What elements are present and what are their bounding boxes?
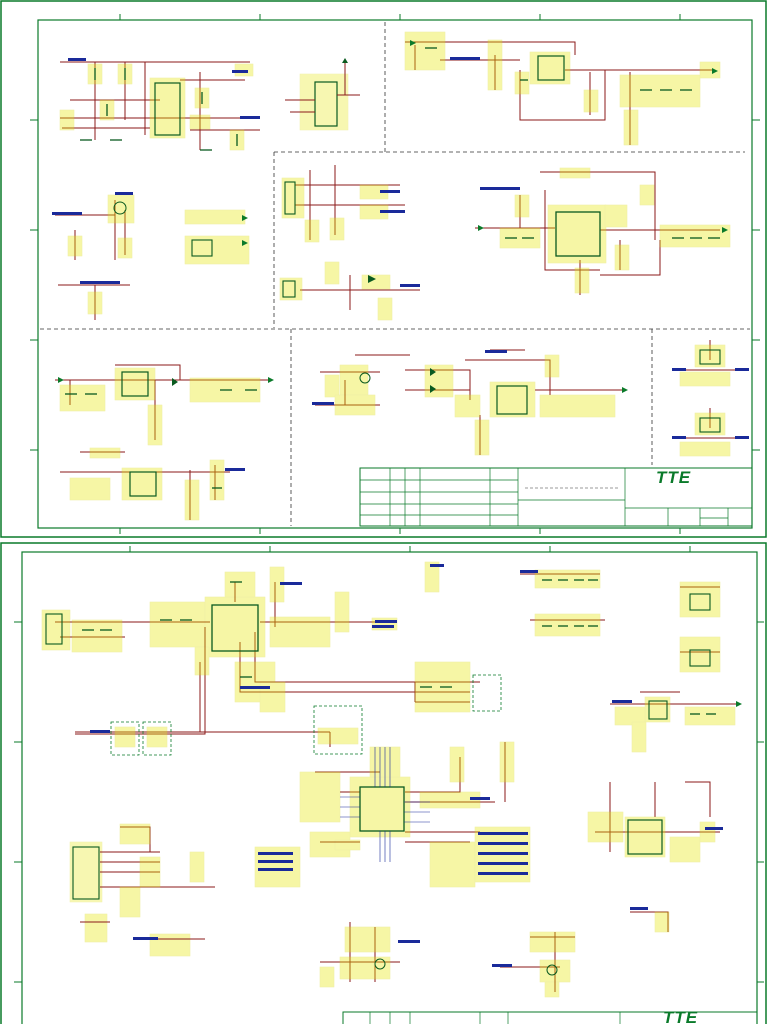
sheet-1-section-dividers xyxy=(40,22,750,526)
sheet-1-circuit-h xyxy=(672,340,749,457)
sheet-1-outer-frame xyxy=(0,0,767,538)
sheet-1-circuit-d xyxy=(279,165,420,321)
schematic-sheet-1-svg xyxy=(0,0,767,538)
sheet-1-frame-ticks xyxy=(30,14,760,534)
sheet-2-left-connector xyxy=(69,823,215,957)
sheet-1-circuit-a2 xyxy=(285,58,360,131)
sheet-1-circuit-g xyxy=(312,349,628,456)
sheet-2-logo: TTE xyxy=(663,1008,699,1027)
schematic-sheet-1: TTE xyxy=(0,0,767,538)
sheet-1-circuit-c xyxy=(52,192,250,320)
sheet-2-frame-ticks xyxy=(14,546,764,983)
sheet-2-dashed-modules xyxy=(90,705,363,756)
sheet-2-center-processor xyxy=(254,741,531,888)
schematic-sheet-2: TTE xyxy=(0,542,768,1027)
sheet-2-outer-frame xyxy=(0,542,767,1024)
sheet-1-circuit-a xyxy=(59,58,260,151)
sheet-1-circuit-b xyxy=(404,31,721,146)
sheet-2-right-circuits xyxy=(520,569,742,933)
sheet-1-circuit-f xyxy=(55,364,274,521)
sheet-2-bottom-circuits xyxy=(319,922,576,998)
sheet-1-title-block xyxy=(359,467,753,527)
sheet-2-title-block xyxy=(342,1011,758,1024)
schematic-sheet-2-svg xyxy=(0,542,767,1024)
sheet-1-logo: TTE xyxy=(656,468,692,487)
sheet-1-inner-frame xyxy=(37,19,753,529)
sheet-2-inner-frame xyxy=(21,551,758,1024)
sheet-1-circuit-e xyxy=(475,167,731,295)
sheet-2-main-ic-area xyxy=(41,561,502,747)
